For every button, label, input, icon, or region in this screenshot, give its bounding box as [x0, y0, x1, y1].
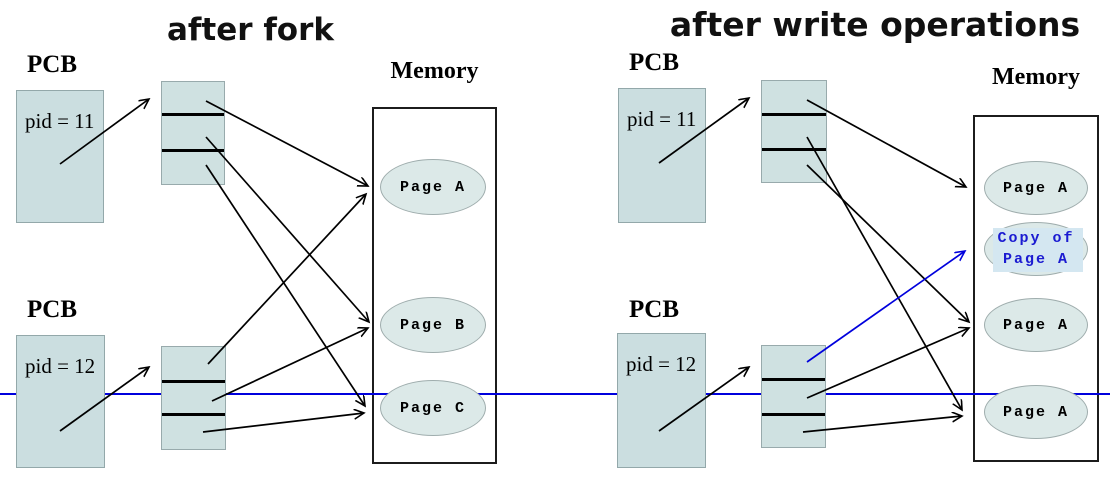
arrow-left-pid12-row1-to-page-a — [207, 194, 366, 365]
arrow-left-pcb11-to-table — [59, 99, 149, 165]
table-divider — [162, 113, 224, 116]
table-divider — [162, 413, 225, 416]
page-label: Page C — [399, 399, 466, 417]
left-memory-label: Memory — [390, 58, 479, 84]
arrow-right-pid12-row3-to-page-a4 — [802, 416, 962, 433]
right-copy-of-page-a-ellipse: Copy of Page A — [984, 222, 1088, 276]
table-divider — [762, 378, 825, 381]
arrow-right-pid11-row2-to-page-a4 — [806, 136, 962, 410]
arrow-right-pid12-row1-to-copy-of-page-a-blue — [806, 251, 965, 363]
page-label-line1: Copy of — [997, 230, 1075, 247]
page-label: Page A — [1002, 403, 1069, 421]
page-label: Page A — [1002, 179, 1069, 197]
left-panel-title: after fork — [166, 12, 335, 48]
page-label: Page A — [1002, 316, 1069, 334]
page-label-line2: Page A — [1002, 251, 1069, 268]
arrow-left-pid11-row1-to-page-a — [205, 100, 368, 186]
page-label: Page B — [399, 316, 466, 334]
table-divider — [162, 380, 225, 383]
left-page-a-ellipse: Page A — [380, 159, 486, 215]
copy-highlight-patch — [993, 228, 1083, 272]
arrow-right-pid11-row3-to-page-a3 — [806, 164, 969, 322]
arrow-left-pid12-row3-to-page-c — [202, 413, 364, 433]
arrow-left-pcb12-to-table — [59, 367, 149, 432]
arrow-right-pcb11-to-table — [658, 98, 749, 164]
left-pcb-top-box: pid = 11 — [16, 90, 104, 223]
blue-horizontal-line — [0, 393, 1110, 395]
left-pid-11: pid = 11 — [25, 109, 95, 133]
right-pid-11: pid = 11 — [627, 107, 697, 131]
right-pcb-top-label: PCB — [629, 49, 679, 76]
right-pcb-top-box: pid = 11 — [618, 88, 706, 223]
right-page-table-pid12 — [761, 345, 826, 448]
table-divider — [162, 149, 224, 152]
right-panel-title: after write operations — [669, 5, 1081, 44]
arrow-right-pid12-row2-to-page-a3 — [806, 328, 969, 399]
table-divider — [762, 148, 826, 151]
left-page-b-ellipse: Page B — [380, 297, 486, 353]
table-divider — [762, 413, 825, 416]
right-page-a4-ellipse: Page A — [984, 385, 1088, 439]
right-pcb-bottom-label: PCB — [629, 296, 679, 323]
right-page-a3-ellipse: Page A — [984, 298, 1088, 352]
arrow-right-pid11-row1-to-page-a1 — [806, 99, 966, 187]
page-label: Page A — [399, 178, 466, 196]
right-pid-12: pid = 12 — [626, 352, 697, 376]
arrow-left-pid11-row3-to-page-c — [205, 164, 365, 406]
arrow-left-pid11-row2-to-page-b — [205, 136, 369, 322]
arrow-left-pid12-row2-to-page-b — [211, 328, 368, 402]
left-page-table-pid12 — [161, 346, 226, 450]
left-page-c-ellipse: Page C — [380, 380, 486, 436]
right-page-a1-ellipse: Page A — [984, 161, 1088, 215]
left-page-table-pid11 — [161, 81, 225, 185]
left-pcb-bottom-label: PCB — [27, 296, 77, 323]
left-pcb-top-label: PCB — [27, 51, 77, 78]
left-pcb-bottom-box: pid = 12 — [16, 335, 105, 468]
left-pid-12: pid = 12 — [25, 354, 96, 378]
right-pcb-bottom-box: pid = 12 — [617, 333, 706, 468]
right-memory-label: Memory — [992, 64, 1080, 90]
right-page-table-pid11 — [761, 80, 827, 183]
arrow-right-pcb12-to-table — [658, 367, 749, 432]
table-divider — [762, 113, 826, 116]
